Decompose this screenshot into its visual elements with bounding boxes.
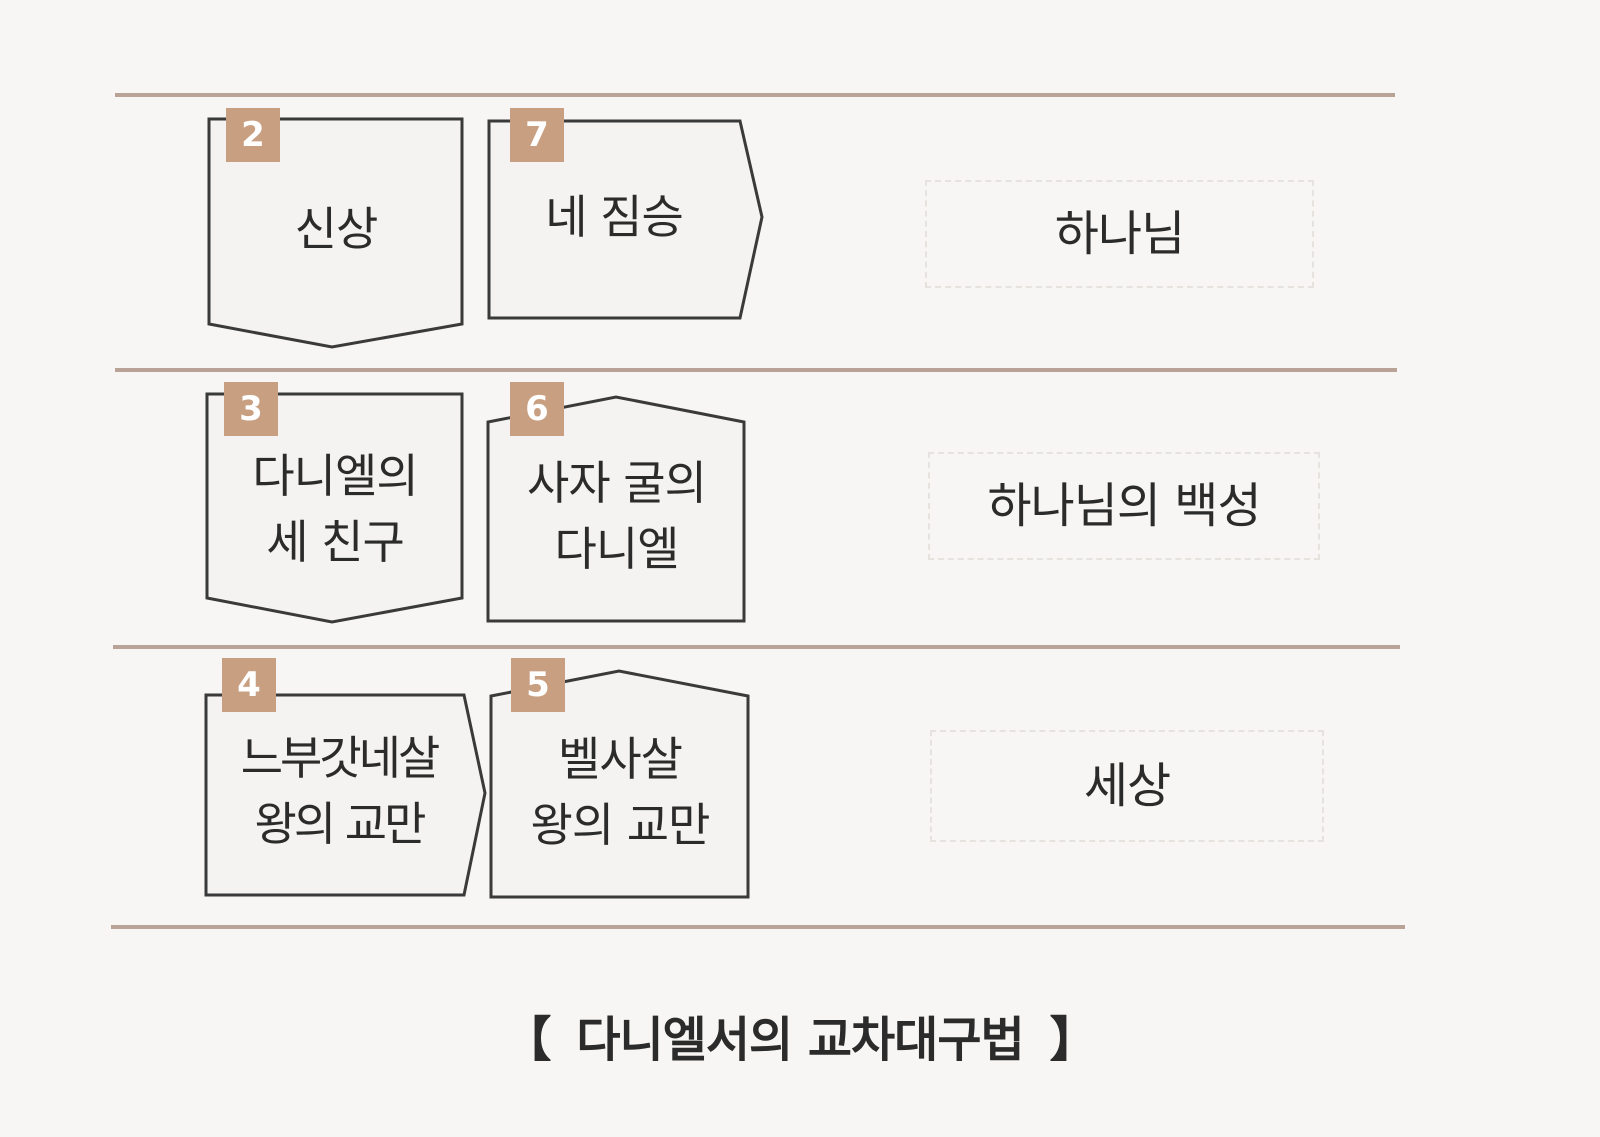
theme-gods-people: 하나님의 백성 xyxy=(928,452,1320,560)
card-label: 사자 굴의 다니엘 xyxy=(527,456,707,576)
number-badge: 3 xyxy=(224,382,278,436)
card-3-three-friends: 다니엘의 세 친구 xyxy=(205,392,464,625)
card-label: 신상 xyxy=(294,202,379,256)
card-label: 벨사살 왕의 교만 xyxy=(530,732,711,852)
down-pentagon-shape xyxy=(205,392,464,624)
card-label: 다니엘의 세 친구 xyxy=(252,449,418,569)
card-7-four-beasts: 네 짐승 xyxy=(487,119,764,322)
divider-line xyxy=(115,368,1397,372)
number-badge: 6 xyxy=(510,382,564,436)
card-4-nebuchadnezzar-pride: 느부갓네살 왕의 교만 xyxy=(204,693,487,898)
right-pentagon-shape xyxy=(204,693,487,897)
up-pentagon-shape xyxy=(486,395,746,623)
number-badge: 7 xyxy=(510,108,564,162)
divider-line xyxy=(113,645,1400,649)
open-bracket: 【 xyxy=(503,1012,551,1068)
card-label: 네 짐승 xyxy=(545,190,684,244)
right-pentagon-shape xyxy=(487,119,764,320)
card-2-statue: 신상 xyxy=(207,117,464,350)
down-pentagon-shape xyxy=(207,117,464,349)
number-badge: 4 xyxy=(222,658,276,712)
theme-god: 하나님 xyxy=(925,180,1314,288)
number-badge: 5 xyxy=(511,658,565,712)
card-label: 느부갓네살 왕의 교만 xyxy=(240,731,441,851)
caption-text: 다니엘서의 교차대구법 xyxy=(576,1012,1024,1068)
diagram-caption: 【 다니엘서의 교차대구법 】 xyxy=(0,1000,1600,1070)
number-badge: 2 xyxy=(226,108,280,162)
divider-line xyxy=(111,925,1405,929)
theme-world: 세상 xyxy=(930,730,1324,842)
card-5-belshazzar-pride: 벨사살 왕의 교만 xyxy=(489,669,750,900)
close-bracket: 】 xyxy=(1049,1012,1098,1068)
up-pentagon-shape xyxy=(489,669,750,899)
card-6-lions-den: 사자 굴의 다니엘 xyxy=(486,395,746,624)
divider-line xyxy=(115,93,1395,97)
